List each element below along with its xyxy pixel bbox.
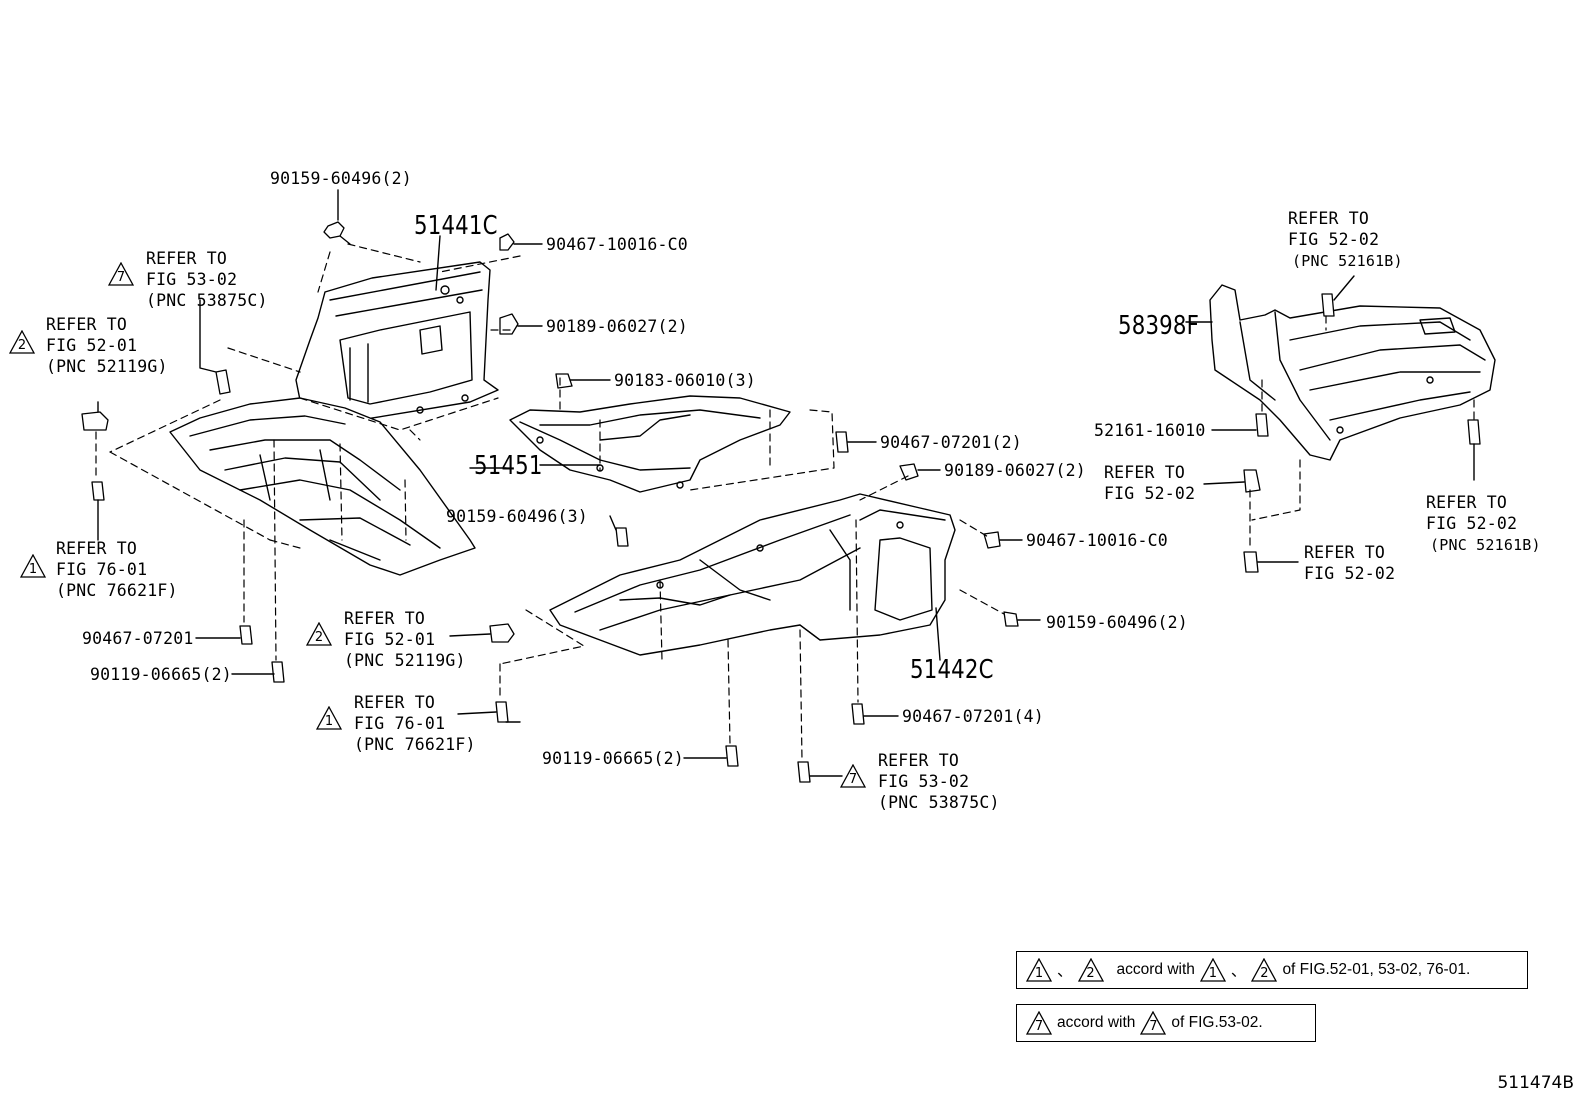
part-number-51451[interactable]: 51451 bbox=[474, 451, 543, 481]
refer-to-fig[interactable]: FIG 52-01 bbox=[344, 630, 436, 649]
callout-90159-60496-top[interactable]: 90159-60496(2) bbox=[270, 169, 412, 188]
callout-90467-07201-mid[interactable]: 90467-07201(2) bbox=[880, 433, 1022, 452]
refer-to-line1[interactable]: REFER TO bbox=[1288, 209, 1370, 228]
triangle-2-icon: 2 bbox=[1251, 958, 1278, 982]
part-number-leaders bbox=[435, 235, 941, 661]
triangle-number: 7 bbox=[116, 270, 126, 285]
refer-to-fig[interactable]: FIG 76-01 bbox=[56, 560, 148, 579]
refer-to-pnc[interactable]: (PNC 76621F) bbox=[354, 735, 476, 754]
triangle-number: 1 bbox=[28, 562, 38, 577]
callout-90467-10016-top[interactable]: 90467-10016-C0 bbox=[546, 235, 688, 254]
triangle-1-icon: 1 bbox=[1026, 958, 1052, 982]
callout-90467-07201-left[interactable]: 90467-07201 bbox=[82, 629, 194, 648]
dashed-assembly-lines bbox=[95, 243, 1475, 761]
triangle-2-icon: 2 bbox=[1077, 958, 1104, 982]
refer-to-fig[interactable]: FIG 52-01 bbox=[46, 336, 138, 355]
triangle-7-icon: 7 bbox=[840, 764, 866, 788]
refer-to-line1[interactable]: REFER TO bbox=[46, 315, 128, 334]
callout-90159-60496-right[interactable]: 90159-60496(2) bbox=[1046, 613, 1188, 632]
part-51451-shape bbox=[509, 395, 791, 493]
refer-to-fig[interactable]: FIG 53-02 bbox=[878, 772, 970, 791]
part-51442C-shape bbox=[549, 493, 956, 656]
refer-to-line1[interactable]: REFER TO bbox=[1304, 543, 1386, 562]
part-number-58398F[interactable]: 58398F bbox=[1118, 311, 1200, 341]
part-51441C-shape bbox=[295, 261, 499, 421]
refer-to-pnc[interactable]: (PNC 53875C) bbox=[146, 291, 268, 310]
drawing-code: 511474B bbox=[1497, 1073, 1574, 1093]
callout-90183-06010[interactable]: 90183-06010(3) bbox=[614, 371, 756, 390]
refer-to-fig[interactable]: FIG 52-02 bbox=[1426, 514, 1518, 533]
refer-to-line1[interactable]: REFER TO bbox=[878, 751, 960, 770]
refer-to-line1[interactable]: REFER TO bbox=[1426, 493, 1508, 512]
refer-to-line1[interactable]: REFER TO bbox=[146, 249, 228, 268]
refer-to-fig[interactable]: FIG 76-01 bbox=[354, 714, 446, 733]
refer-to-pnc[interactable]: (PNC 76621F) bbox=[56, 581, 178, 600]
refer-to-pnc[interactable]: (PNC 52161B) bbox=[1430, 536, 1541, 554]
legend-note-7: 7 accord with 7 of FIG.53-02. bbox=[1016, 1004, 1316, 1042]
callout-52161-16010[interactable]: 52161-16010 bbox=[1094, 421, 1206, 440]
callout-90189-06027-top[interactable]: 90189-06027(2) bbox=[546, 317, 688, 336]
callout-90189-06027-mid[interactable]: 90189-06027(2) bbox=[944, 461, 1086, 480]
refer-to-pnc[interactable]: (PNC 52119G) bbox=[46, 357, 168, 376]
legend-note-1-2: 1 、 2 accord with 1 、 2 of FIG.52-01, 53… bbox=[1016, 951, 1528, 989]
refer-to-pnc[interactable]: (PNC 52161B) bbox=[1292, 252, 1403, 270]
triangle-7-icon: 7 bbox=[108, 262, 134, 286]
refer-to-line1[interactable]: REFER TO bbox=[344, 609, 426, 628]
refer-to-fig[interactable]: FIG 52-02 bbox=[1288, 230, 1380, 249]
part-number-51442C[interactable]: 51442C bbox=[910, 655, 994, 685]
refer-to-fig[interactable]: FIG 52-02 bbox=[1304, 564, 1396, 583]
triangle-1-icon: 1 bbox=[1199, 958, 1226, 982]
triangle-1-icon: 1 bbox=[20, 554, 46, 578]
refer-to-line1[interactable]: REFER TO bbox=[354, 693, 436, 712]
part-number-51441C[interactable]: 51441C bbox=[414, 211, 498, 241]
callout-90467-10016-right[interactable]: 90467-10016-C0 bbox=[1026, 531, 1168, 550]
refer-to-fig[interactable]: FIG 52-02 bbox=[1104, 484, 1196, 503]
refer-to-line1[interactable]: REFER TO bbox=[1104, 463, 1186, 482]
triangle-number: 2 bbox=[17, 338, 27, 353]
callout-90467-07201-bottom[interactable]: 90467-07201(4) bbox=[902, 707, 1044, 726]
triangle-number: 1 bbox=[324, 714, 334, 729]
triangle-2-icon: 2 bbox=[306, 622, 332, 646]
refer-to-line1[interactable]: REFER TO bbox=[56, 539, 138, 558]
triangle-number: 2 bbox=[314, 630, 324, 645]
callout-90159-60496-mid[interactable]: 90159-60496(3) bbox=[446, 507, 588, 526]
callout-90119-06665-mid[interactable]: 90119-06665(2) bbox=[542, 749, 684, 768]
triangle-number: 7 bbox=[848, 772, 858, 787]
leader-lines bbox=[97, 189, 1475, 777]
refer-to-fig[interactable]: FIG 53-02 bbox=[146, 270, 238, 289]
part-58398F-shape bbox=[1209, 284, 1496, 461]
triangle-7-icon: 7 bbox=[1140, 1011, 1167, 1035]
callout-90119-06665-left[interactable]: 90119-06665(2) bbox=[90, 665, 232, 684]
left-panel-shape bbox=[169, 397, 476, 576]
triangle-2-icon: 2 bbox=[9, 330, 35, 354]
triangle-1-icon: 1 bbox=[316, 706, 342, 730]
triangle-7-icon: 7 bbox=[1026, 1011, 1052, 1035]
refer-to-pnc[interactable]: (PNC 53875C) bbox=[878, 793, 1000, 812]
refer-to-pnc[interactable]: (PNC 52119G) bbox=[344, 651, 466, 670]
